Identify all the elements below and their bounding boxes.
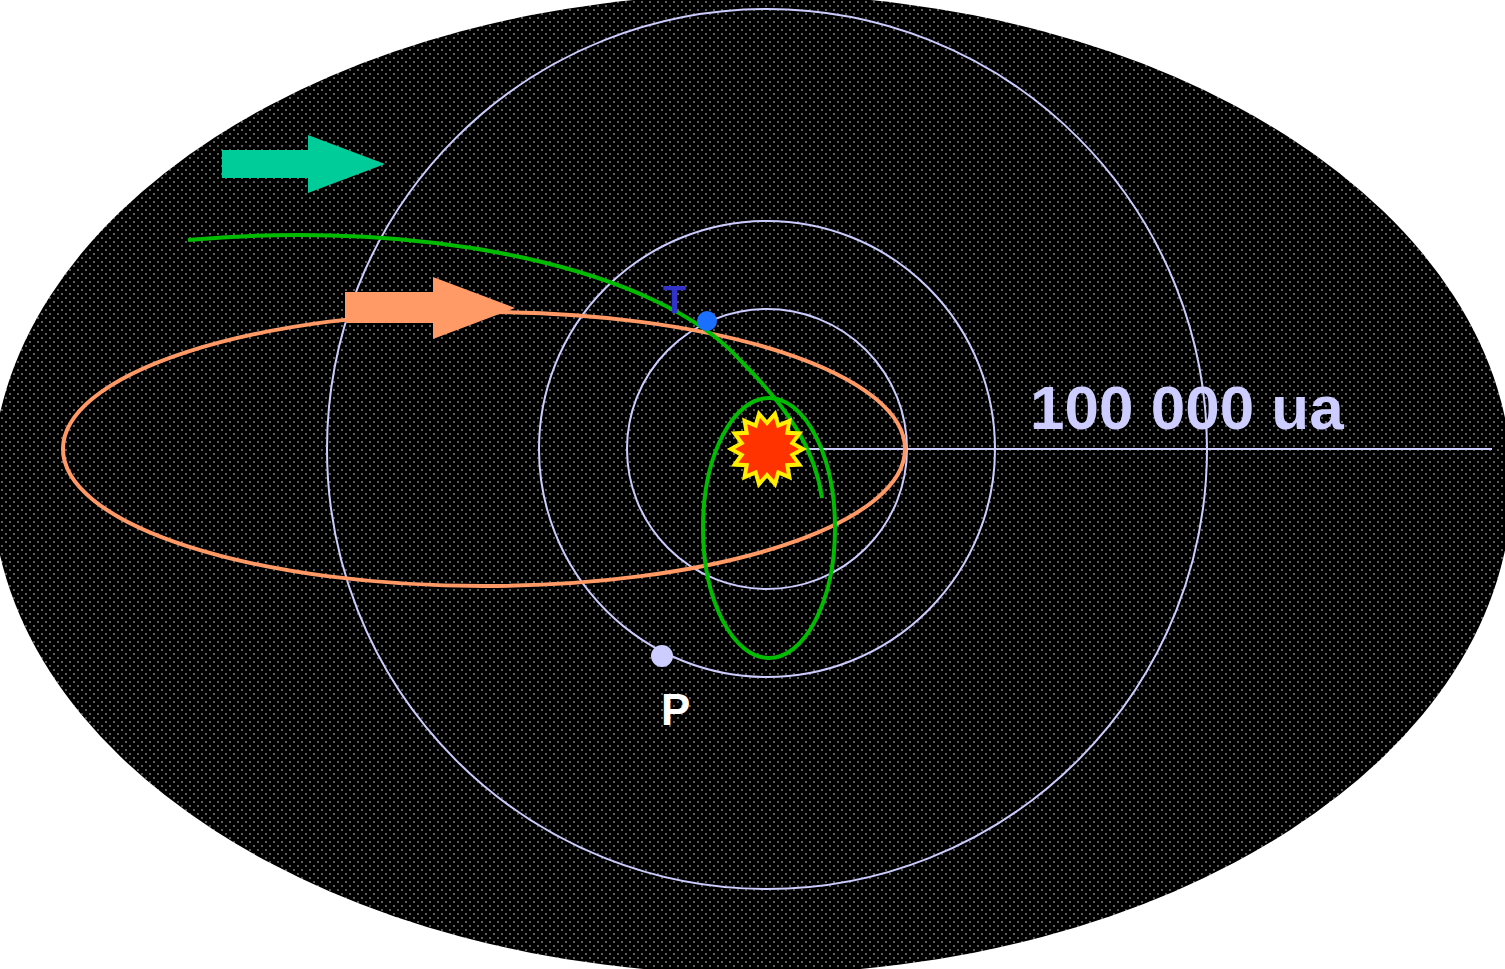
- planet-dot: [651, 645, 673, 667]
- scale-line: [767, 448, 1492, 450]
- scale-label: 100 000 ua: [1030, 377, 1344, 439]
- arrow-symbol: [222, 135, 385, 193]
- planet-label: P: [661, 688, 690, 732]
- planet-label: T: [663, 281, 686, 319]
- earth-dot: [697, 311, 717, 331]
- sun-symbol: [731, 414, 803, 484]
- comet-orbit: [703, 398, 835, 658]
- arrow-symbol: [345, 277, 515, 339]
- comet-trajectory: [188, 235, 822, 498]
- comet-orbit: [63, 312, 905, 586]
